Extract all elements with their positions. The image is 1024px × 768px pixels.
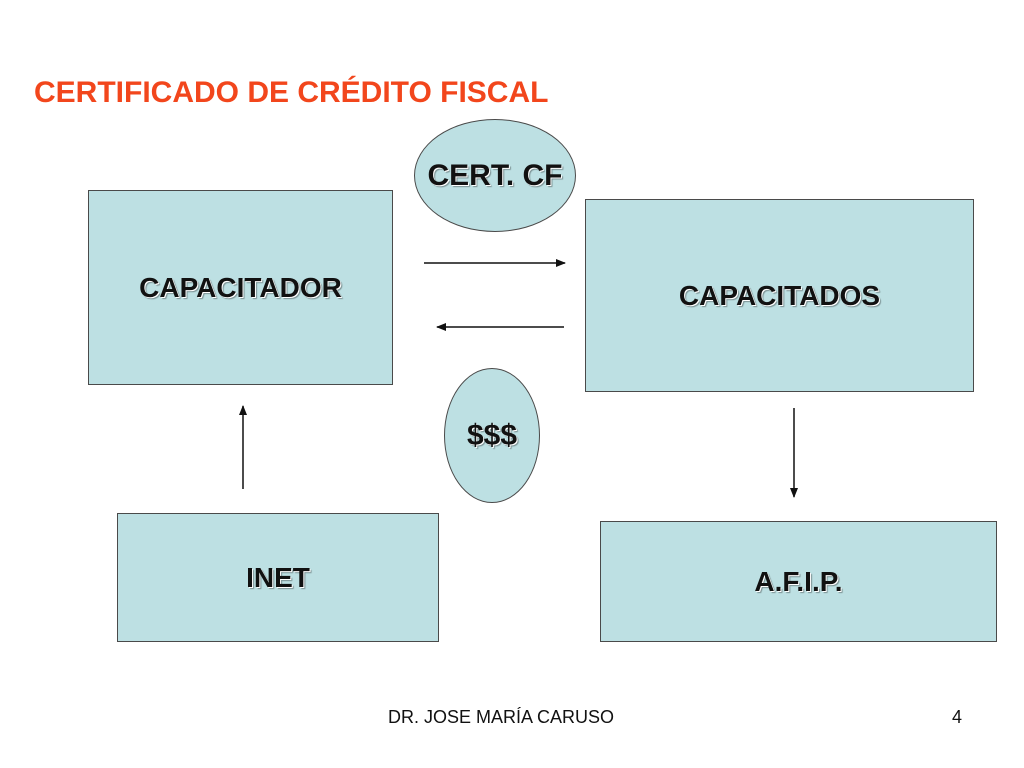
capacitador-box: CAPACITADOR xyxy=(88,190,393,385)
capacitador-label: CAPACITADOR xyxy=(139,271,342,303)
footer-author: DR. JOSE MARÍA CARUSO xyxy=(388,707,615,727)
afip-box: A.F.I.P. xyxy=(600,521,997,642)
cert-cf-ellipse: CERT. CF xyxy=(414,119,576,232)
cert-cf-label: CERT. CF xyxy=(427,158,563,192)
capacitados-box: CAPACITADOS xyxy=(585,199,974,392)
afip-label: A.F.I.P. xyxy=(754,565,843,597)
inet-label: INET xyxy=(246,561,310,593)
money-ellipse: $$$ xyxy=(444,368,540,503)
capacitados-label: CAPACITADOS xyxy=(678,279,881,311)
page-number: 4 xyxy=(952,707,963,727)
slide-title: CERTIFICADO DE CRÉDITO FISCAL xyxy=(34,76,549,109)
inet-box: INET xyxy=(117,513,439,642)
money-label: $$$ xyxy=(466,418,518,452)
